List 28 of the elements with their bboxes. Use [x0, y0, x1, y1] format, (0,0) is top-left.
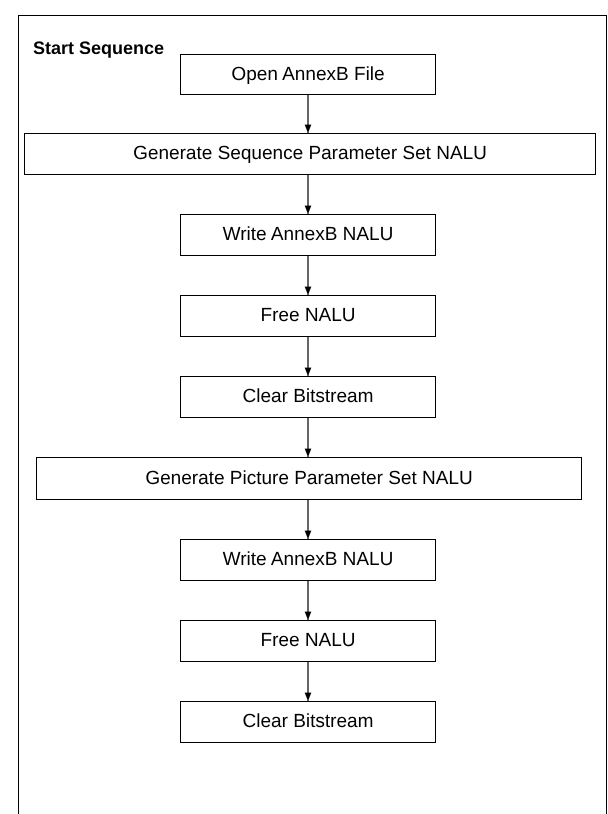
arrow: [304, 337, 312, 376]
process-box: [180, 701, 436, 743]
step-label: Clear Bitstream: [242, 386, 374, 408]
step-label: Free NALU: [260, 305, 356, 327]
step-label: Generate Sequence Parameter Set NALU: [133, 143, 487, 165]
process-box: [180, 376, 436, 418]
process-box: [180, 620, 436, 662]
process-box: [24, 133, 596, 175]
process-box: [180, 54, 436, 95]
process-box: [36, 457, 582, 500]
process-box: [180, 214, 436, 256]
arrow: [304, 418, 312, 457]
arrow: [304, 662, 312, 701]
arrow: [304, 256, 312, 295]
process-box: [180, 295, 436, 337]
step-label: Generate Picture Parameter Set NALU: [145, 468, 473, 490]
group-heading: Start Sequence: [33, 38, 164, 59]
arrow: [304, 581, 312, 620]
step-label: Open AnnexB File: [231, 64, 385, 86]
arrow: [304, 175, 312, 214]
arrow: [304, 500, 312, 539]
step-label: Write AnnexB NALU: [222, 549, 394, 571]
step-label: Clear Bitstream: [242, 711, 374, 733]
process-box: [180, 539, 436, 581]
step-label: Write AnnexB NALU: [222, 224, 394, 246]
step-label: Free NALU: [260, 630, 356, 652]
arrow: [304, 95, 312, 133]
group-frame: [18, 15, 607, 814]
